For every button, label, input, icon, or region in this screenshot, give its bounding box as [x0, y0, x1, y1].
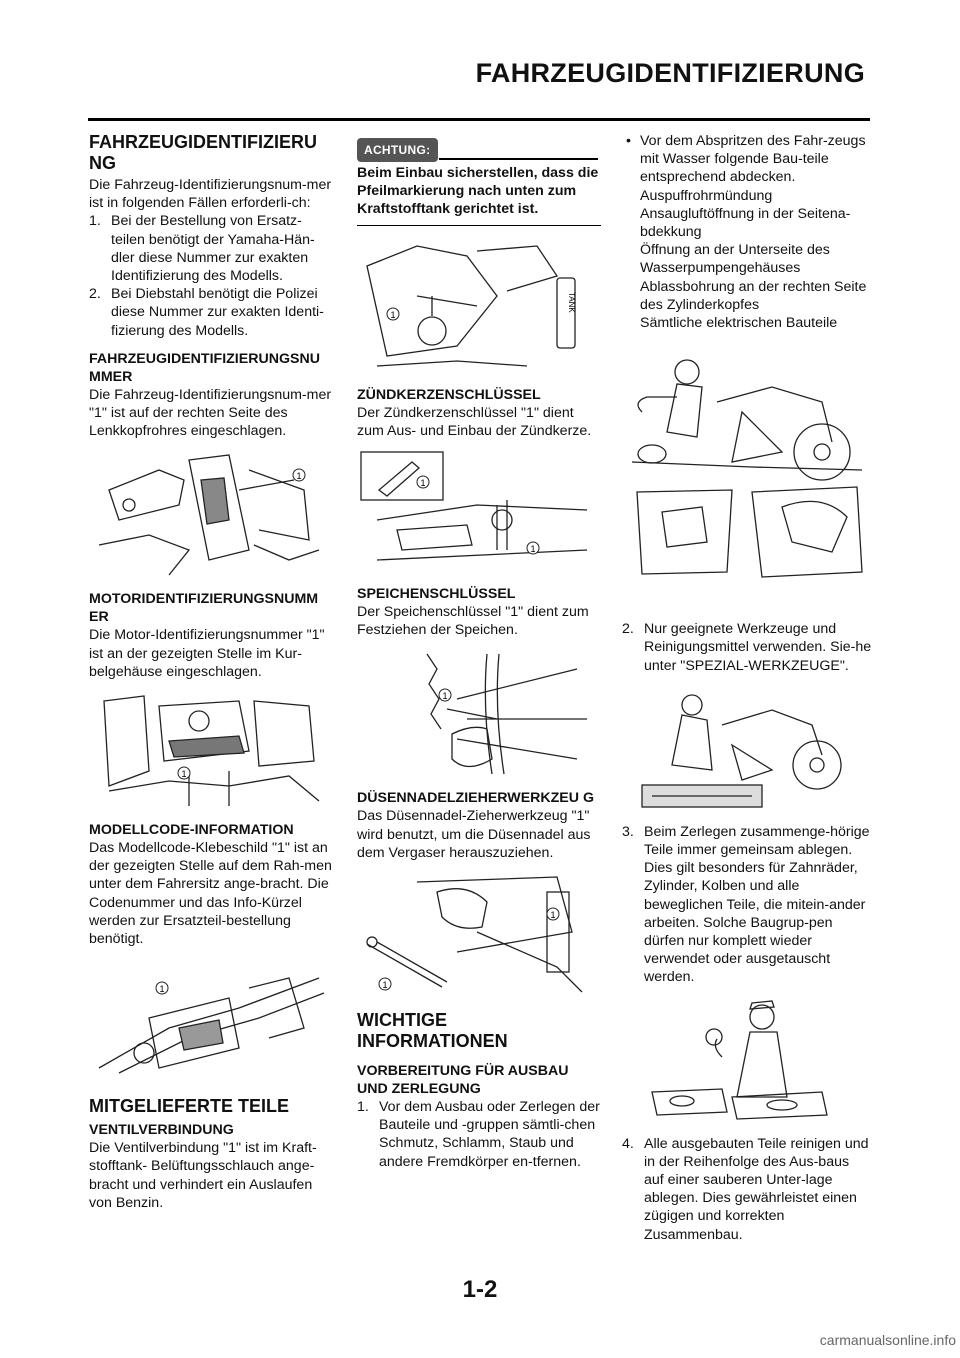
list-number: 4.	[622, 1135, 634, 1152]
spark-plug-wrench-heading: ZÜNDKERZENSCHLÜSSEL	[357, 386, 541, 403]
list-item: Ansaugluftöffnung in der Seitena-bdekkun…	[640, 205, 851, 241]
spark-plug-wrench-illustration: 1 1	[360, 451, 588, 561]
vin-text: Die Fahrzeug-Identifizierungsnum-mer "1"…	[89, 386, 332, 440]
bullet-intro-text: Vor dem Abspritzen des Fahr-zeugs mit Wa…	[640, 133, 866, 186]
list-item: 4. Alle ausgebauten Teile reinigen und i…	[622, 1135, 872, 1244]
column-left: FAHRZEUGIDENTIFIZIERU NG Die Fahrzeug-Id…	[89, 132, 334, 1212]
caution-text: Beim Einbau sicherstellen, dass die Pfei…	[357, 164, 601, 226]
fuel-tank-valve-illustration: TANK 1	[366, 244, 576, 367]
bullet-item: • Vor dem Abspritzen des Fahr-zeugs mit …	[622, 132, 872, 187]
page-number: 1-2	[462, 1276, 498, 1303]
list-text: Beim Zerlegen zusammenge-hörige Teile im…	[644, 823, 870, 986]
needle-puller-illustration: 1 1	[366, 876, 583, 993]
list-number: 3.	[622, 823, 634, 840]
preparation-heading: VORBEREITUNG FÜR AUSBAU UND ZERLEGUNG	[357, 1063, 569, 1098]
crankcase-illustration: 1	[103, 695, 320, 807]
list-text: Bei Diebstahl benötigt die Polizei diese…	[111, 286, 324, 339]
list-item: Sämtliche elektrischen Bauteile	[640, 315, 838, 332]
list-item: 1. Bei der Bestellung von Ersatz-teilen …	[89, 212, 334, 285]
list-text: Bei der Bestellung von Ersatz-teilen ben…	[111, 213, 315, 285]
engine-number-heading: MOTORIDENTIFIZIERUNGSNUMM ER	[89, 591, 319, 626]
caution-rule	[439, 158, 598, 160]
callout-number: 1	[382, 980, 387, 990]
spoke-wrench-illustration: 1	[426, 654, 587, 775]
vin-heading: FAHRZEUGIDENTIFIZIERUNGSNU MMER	[89, 350, 320, 385]
list-item: Auspuffrohrmündung	[640, 187, 773, 204]
tank-label: TANK	[567, 292, 576, 313]
callout-number: 1	[550, 910, 555, 920]
valve-heading: VENTILVERBINDUNG	[89, 1122, 234, 1139]
list-item: 3. Beim Zerlegen zusammenge-hörige Teile…	[622, 823, 872, 987]
model-code-heading: MODELLCODE-INFORMATION	[89, 822, 294, 839]
callout-number: 1	[420, 478, 425, 488]
bullet-dot: •	[626, 133, 631, 149]
callout-number: 1	[390, 310, 395, 320]
spark-plug-wrench-text: Der Zündkerzenschlüssel "1" dient zum Au…	[357, 404, 592, 439]
needle-puller-text: Das Düsennadel-Zieherwerkzeug "1" wird b…	[357, 808, 591, 861]
seat-frame-illustration: 1	[98, 977, 325, 1074]
valve-text: Die Ventilverbindung "1" ist im Kraft-st…	[89, 1140, 317, 1211]
callout-number: 1	[442, 691, 447, 701]
spoke-wrench-text: Der Speichenschlüssel "1" dient zum Fest…	[357, 604, 589, 639]
caution-box: ACHTUNG:	[357, 134, 601, 163]
washing-motorcycle-illustration	[631, 359, 863, 578]
list-item: 2. Bei Diebstahl benötigt die Polizei di…	[89, 285, 334, 340]
list-item: 2. Nur geeignete Werkzeuge und Reinigung…	[622, 620, 872, 675]
list-text: Alle ausgebauten Teile reinigen und in d…	[644, 1135, 869, 1243]
callout-number: 1	[181, 769, 186, 779]
page-header-title: FAHRZEUGIDENTIFIZIERUNG	[475, 58, 865, 88]
organizing-parts-illustration	[651, 999, 828, 1120]
engine-number-text: Die Motor-Identifizierungsnummer "1" ist…	[89, 627, 325, 680]
needle-puller-heading: DÜSENNADELZIEHERWERKZEU G	[357, 790, 594, 807]
list-item: Ablassbohrung an der rechten Seite des Z…	[640, 278, 867, 313]
tools-motorcycle-illustration	[641, 694, 842, 808]
callout-number: 1	[159, 984, 164, 994]
section-heading-vehicle-identification: FAHRZEUGIDENTIFIZIERU NG	[89, 132, 317, 173]
important-info-heading: WICHTIGE INFORMATIONEN	[357, 1010, 508, 1052]
bullet-sub-list: Auspuffrohrmündung Ansaugluftöffnung in …	[622, 187, 872, 333]
intro-text: Die Fahrzeug-Identifizierungsnum-mer ist…	[89, 177, 332, 212]
header-rule	[88, 118, 870, 121]
list-number: 1.	[357, 1099, 369, 1116]
watermark: carmanualsonline.info	[819, 1332, 956, 1348]
steering-head-illustration: 1	[98, 454, 320, 576]
callout-number: 1	[530, 544, 535, 554]
list-number: 2.	[89, 286, 101, 303]
list-item: 1. Vor dem Ausbau oder Zerlegen der Baut…	[357, 1098, 601, 1171]
included-parts-heading: MITGELIEFERTE TEILE	[89, 1096, 290, 1117]
column-middle: ACHTUNG: Beim Einbau sicherstellen, dass…	[357, 132, 601, 1171]
spoke-wrench-heading: SPEICHENSCHLÜSSEL	[357, 586, 516, 603]
list-number: 2.	[622, 621, 634, 638]
list-text: Vor dem Ausbau oder Zerlegen der Bauteil…	[379, 1099, 600, 1170]
callout-number: 1	[296, 471, 301, 481]
model-code-text: Das Modellcode-Klebeschild "1" ist an de…	[89, 840, 332, 948]
list-number: 1.	[89, 213, 101, 230]
list-item: Öffnung an der Unterseite des Wasserpump…	[640, 242, 830, 277]
list-text: Nur geeignete Werkzeuge und Reinigungsmi…	[644, 621, 872, 674]
caution-label: ACHTUNG:	[357, 138, 439, 163]
column-right: • Vor dem Abspritzen des Fahr-zeugs mit …	[622, 132, 872, 1244]
